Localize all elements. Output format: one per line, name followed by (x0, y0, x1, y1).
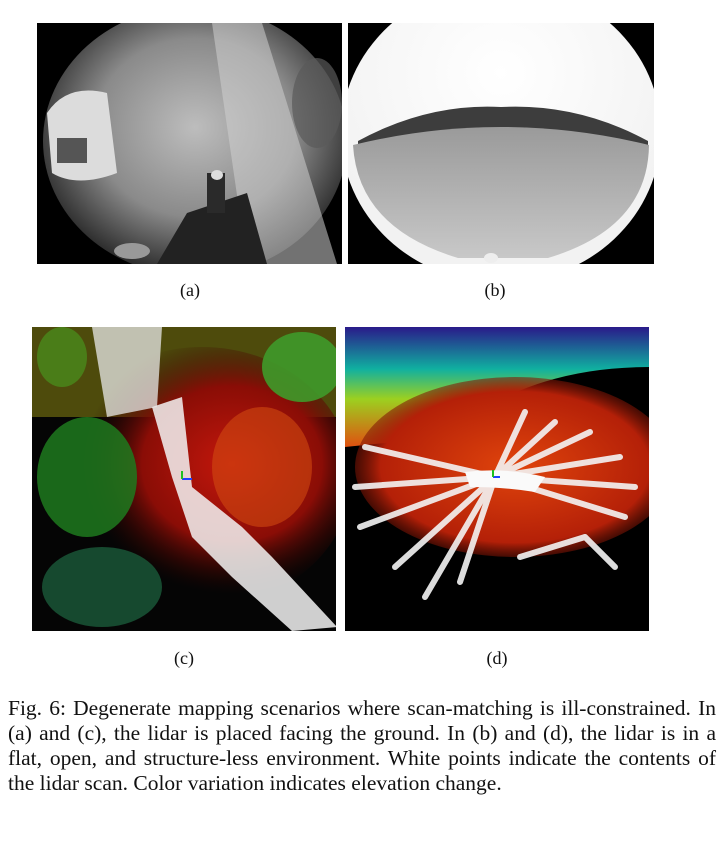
panel-b-image (348, 23, 654, 264)
panel-a-label: (a) (180, 280, 200, 300)
panel-b-label: (b) (484, 280, 506, 300)
panel-c-label: (c) (174, 648, 194, 668)
panel-d-label: (d) (486, 648, 508, 668)
panel-a-image (37, 23, 342, 264)
panel-d-image (345, 327, 649, 631)
panel-c-image (32, 327, 336, 631)
figure-caption: Fig. 6: Degenerate mapping scenarios whe… (8, 696, 716, 795)
